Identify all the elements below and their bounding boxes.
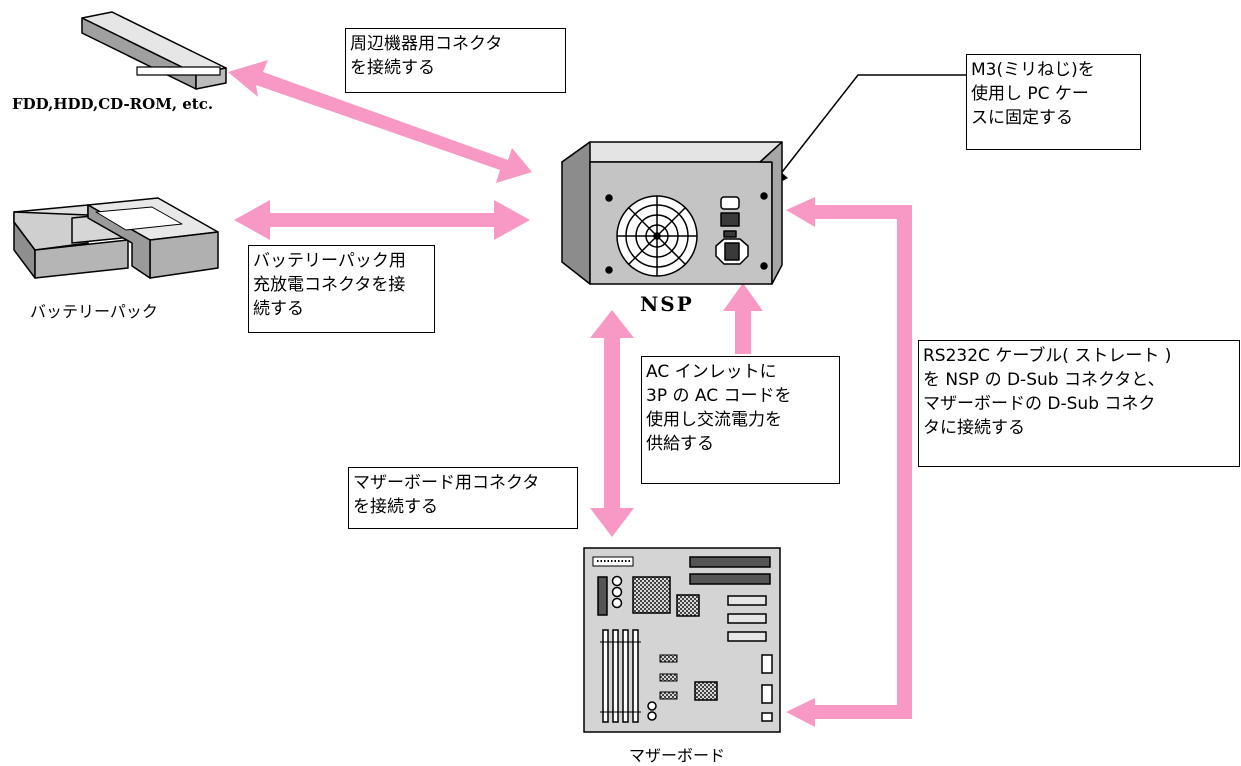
callout-line: を NSP の D-Sub コネクタと、: [923, 370, 1165, 390]
callout-line: RS232C ケーブル( ストレート ): [923, 346, 1172, 366]
callout-line: 供給する: [646, 434, 714, 454]
ac-power-arrow: [723, 283, 763, 354]
drive-illustration: [81, 11, 227, 90]
peripheral-connection-arrow: [228, 60, 532, 183]
callout-line: 充放電コネクタを接: [253, 275, 406, 295]
mount-callout: M3(ミリねじ)を 使用し PC ケー スに固定する: [966, 54, 1141, 150]
rs232c-callout: RS232C ケーブル( ストレート ) を NSP の D-Sub コネクタと…: [918, 340, 1240, 467]
peripheral-callout: 周辺機器用コネクタ を接続する: [345, 28, 566, 93]
dsub-connector-icon: [720, 196, 740, 227]
callout-line: を接続する: [350, 58, 435, 78]
rs232c-cable-arrow: [786, 197, 912, 727]
ac-power-callout: AC インレットに 3P の AC コードを 使用し交流電力を 供給する: [641, 356, 840, 484]
callout-line: マザーボード用コネクタ: [353, 473, 540, 493]
callout-line: スに固定する: [971, 108, 1073, 128]
battery-connection-arrow: [234, 200, 530, 240]
callout-line: を接続する: [353, 497, 438, 517]
psu-caption: NSP: [640, 292, 694, 316]
callout-line: バッテリーパック用: [253, 251, 406, 271]
ac-inlet-icon: [715, 230, 749, 265]
battery-caption: バッテリーパック: [30, 302, 158, 321]
battery-callout: バッテリーパック用 充放電コネクタを接 続する: [248, 245, 435, 333]
callout-line: マザーボードの D-Sub コネク: [923, 394, 1156, 414]
motherboard-illustration: [583, 547, 781, 733]
motherboard-caption: マザーボード: [629, 746, 726, 765]
mount-pointer: [770, 74, 966, 188]
callout-line: 周辺機器用コネクタ: [350, 34, 503, 54]
callout-line: 続する: [253, 299, 304, 319]
callout-line: AC インレットに: [646, 362, 777, 382]
callout-line: タに接続する: [923, 418, 1025, 438]
drive-caption: FDD,HDD,CD-ROM, etc.: [12, 95, 214, 113]
fan-icon: [616, 195, 698, 277]
motherboard-connection-arrow: [590, 310, 634, 537]
callout-line: 3P の AC コードを: [646, 386, 792, 406]
battery-pack-illustration: [13, 197, 219, 279]
psu-illustration: [561, 141, 783, 285]
callout-line: 使用し交流電力を: [646, 410, 782, 430]
callout-line: M3(ミリねじ)を: [971, 60, 1095, 80]
callout-line: 使用し PC ケー: [971, 84, 1089, 104]
motherboard-callout: マザーボード用コネクタ を接続する: [348, 467, 578, 529]
